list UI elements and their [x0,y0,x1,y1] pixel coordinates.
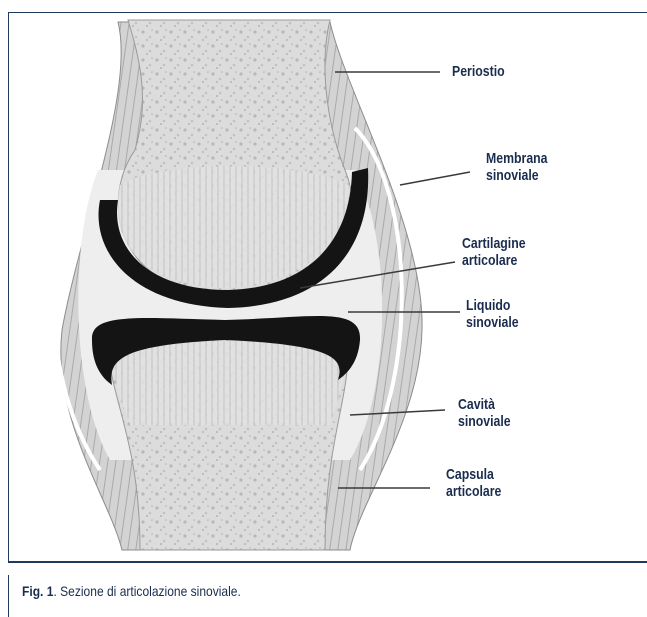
figure-caption: Fig. 1. Sezione di articolazione sinovia… [22,583,241,599]
label-liquido-sinoviale: Liquido sinoviale [466,297,519,331]
figure-number: Fig. 1 [22,583,53,599]
label-cavita-sinoviale: Cavità sinoviale [458,396,511,430]
label-periostio: Periostio [452,63,505,80]
label-cartilagine-articolare: Cartilagine articolare [462,235,526,269]
label-membrana-sinoviale: Membrana sinoviale [486,150,548,184]
caption-rule [8,575,9,617]
lower-epiphysis [112,341,346,425]
joint-illustration [0,0,647,560]
caption-text: . Sezione di articolazione sinoviale. [53,583,240,599]
label-capsula-articolare: Capsula articolare [446,466,501,500]
